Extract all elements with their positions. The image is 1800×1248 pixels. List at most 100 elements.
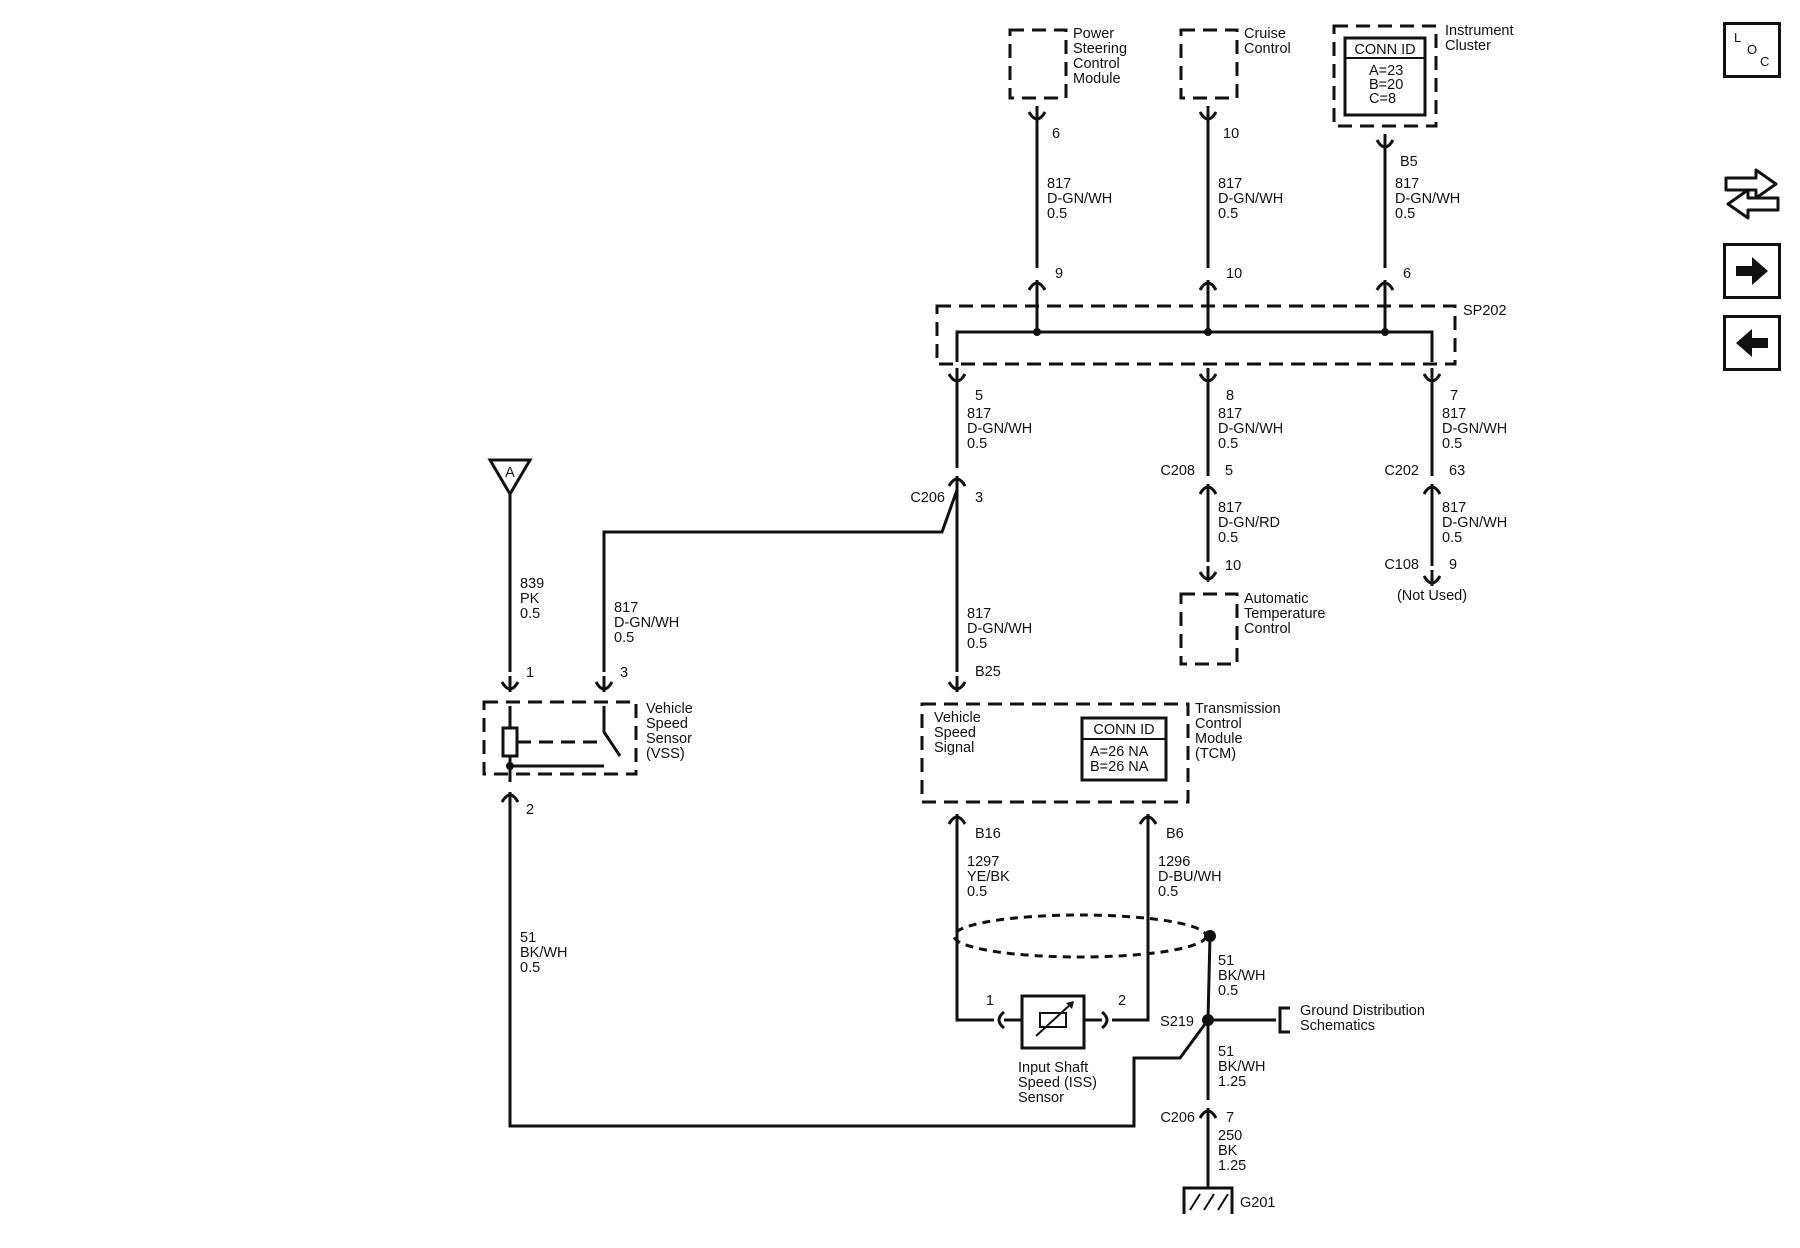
iss-name-line: Speed (ISS) — [1018, 1075, 1097, 1091]
wire-label-s219_c206-line: 1.25 — [1218, 1074, 1246, 1090]
vss-name-line: (VSS) — [646, 746, 685, 762]
wire-label-c206_vss-line: 817 — [614, 600, 638, 616]
tcm-pin-b6: B6 — [1166, 826, 1184, 842]
wire-label-cruise_sp-line: 0.5 — [1218, 206, 1238, 222]
vss-coil — [501, 726, 519, 758]
vss-pin-3: 3 — [620, 665, 628, 681]
iss-pin-2: 2 — [1118, 993, 1126, 1009]
atc-name-line: Temperature — [1244, 606, 1325, 622]
sp202-in-pin-0: 9 — [1055, 266, 1063, 282]
vss-name-line: Speed — [646, 716, 688, 732]
vss-name-line: Sensor — [646, 731, 692, 747]
wire-label-cruise_sp-line: 817 — [1218, 176, 1242, 192]
c202-pin: 63 — [1449, 463, 1465, 479]
c108-pin: 9 — [1449, 557, 1457, 573]
wire-label-a_vss-line: PK — [520, 591, 540, 607]
tcm-box — [920, 702, 1190, 804]
wire-label-cruise_sp-line: D-GN/WH — [1218, 191, 1283, 207]
swap-arrows-icon — [1724, 168, 1780, 220]
ipc-conn-line: B=20 — [1369, 77, 1403, 93]
tcm-signal-line: Speed — [934, 725, 976, 741]
atc-name-line: Automatic — [1244, 591, 1308, 607]
wire-label-c202_c108-line: D-GN/WH — [1442, 515, 1507, 531]
vss-switch — [602, 706, 622, 757]
tcm-name-line: Module — [1195, 731, 1243, 747]
tcm-conn-id-box — [1080, 716, 1168, 782]
wire-label-s219_c206-line: BK/WH — [1218, 1059, 1266, 1075]
iss-body — [1020, 994, 1086, 1050]
wire-label-ipc_sp-line: 817 — [1395, 176, 1419, 192]
tcm-name-line: Transmission — [1195, 701, 1281, 717]
wire-label-vss_ground-line: BK/WH — [520, 945, 568, 961]
wire-label-c206_tcm-line: 817 — [967, 606, 991, 622]
wire-label-c206_vss-line: 0.5 — [614, 630, 634, 646]
wire-label-ipc_sp-line: D-GN/WH — [1395, 191, 1460, 207]
sp202-box — [935, 304, 1457, 366]
wire-label-pscm_sp-line: D-GN/WH — [1047, 191, 1112, 207]
wire-tcm-iss-2 — [1112, 830, 1150, 1022]
iss-terminal-left — [997, 1010, 1005, 1030]
iss-terminal-right — [1101, 1010, 1109, 1030]
sp202-bus — [955, 330, 1434, 362]
pin-pscm: 6 — [1052, 126, 1060, 142]
tcm-signal-line: Vehicle — [934, 710, 981, 726]
atc-box — [1179, 592, 1239, 666]
previous-page-button[interactable] — [1723, 315, 1781, 371]
wire-label-a_vss-line: 0.5 — [520, 606, 540, 622]
pscm-name-line: Power — [1073, 26, 1114, 42]
wire-label-vss_ground-line: 51 — [520, 930, 536, 946]
ipc-name-line: Instrument — [1445, 23, 1514, 39]
wire-label-c206_tcm-line: D-GN/WH — [967, 621, 1032, 637]
wire-label-tcm_iss_2-line: 1296 — [1158, 854, 1190, 870]
cruise-name-line: Cruise — [1244, 26, 1286, 42]
swap-arrows-button[interactable] — [1720, 160, 1784, 224]
atc-name-line: Control — [1244, 621, 1291, 637]
wire-label-tcm_iss_1-line: YE/BK — [967, 869, 1010, 885]
sp202-out-pin-1: 8 — [1226, 388, 1234, 404]
twisted-pair-shield — [952, 913, 1208, 959]
loc-letter-c: C — [1760, 54, 1770, 69]
ground-dist-line: Schematics — [1300, 1018, 1375, 1034]
pscm-box — [1008, 28, 1068, 100]
ground-g201-hatch — [1189, 1193, 1229, 1211]
cruise-box — [1179, 28, 1239, 100]
tcm-pin-b16: B16 — [975, 826, 1001, 842]
c208-pin: 5 — [1225, 463, 1233, 479]
offpage-letter: A — [505, 465, 515, 481]
wire-tcm-iss-1 — [955, 830, 994, 1022]
wire-label-c206_g201-line: 250 — [1218, 1128, 1242, 1144]
tcm-signal-line: Signal — [934, 740, 974, 756]
next-page-button[interactable] — [1723, 243, 1781, 299]
c108-id: C108 — [1384, 557, 1419, 573]
wire-label-shield_s219-line: BK/WH — [1218, 968, 1266, 984]
wire-label-c208_atc-line: 0.5 — [1218, 530, 1238, 546]
sp202-in-pin-1: 10 — [1226, 266, 1242, 282]
tcm-conn-line: B=26 NA — [1090, 759, 1149, 775]
wire-label-sp_c202-line: D-GN/WH — [1442, 421, 1507, 437]
pscm-name-line: Steering — [1073, 41, 1127, 57]
wire-label-sp_c208-line: 817 — [1218, 406, 1242, 422]
wire-label-tcm_iss_2-line: D-BU/WH — [1158, 869, 1222, 885]
s219-label: S219 — [1160, 1014, 1194, 1030]
ipc-conn-id-box — [1343, 36, 1427, 117]
vss-pin-1: 1 — [526, 665, 534, 681]
iss-arrow-head — [1066, 1001, 1074, 1009]
ipc-box — [1332, 24, 1438, 128]
loc-button[interactable]: L O C — [1723, 22, 1781, 78]
tcm-name-line: Control — [1195, 716, 1242, 732]
wire-label-tcm_iss_2-line: 0.5 — [1158, 884, 1178, 900]
wire-label-c206_vss-line: D-GN/WH — [614, 615, 679, 631]
ipc-conn-line: C=8 — [1369, 91, 1396, 107]
tcm-conn-line: A=26 NA — [1090, 744, 1149, 760]
iss-name-line: Input Shaft — [1018, 1060, 1088, 1076]
c208-id: C208 — [1160, 463, 1195, 479]
iss-name-line: Sensor — [1018, 1090, 1064, 1106]
wire-label-shield_s219-line: 51 — [1218, 953, 1234, 969]
wire-label-sp_c208-line: D-GN/WH — [1218, 421, 1283, 437]
ground-dist-bracket — [1278, 1006, 1290, 1034]
sp202-out-pin-2: 7 — [1450, 388, 1458, 404]
wire-label-pscm_sp-line: 817 — [1047, 176, 1071, 192]
loc-letter-l: L — [1734, 30, 1742, 45]
wire-label-pscm_sp-line: 0.5 — [1047, 206, 1067, 222]
